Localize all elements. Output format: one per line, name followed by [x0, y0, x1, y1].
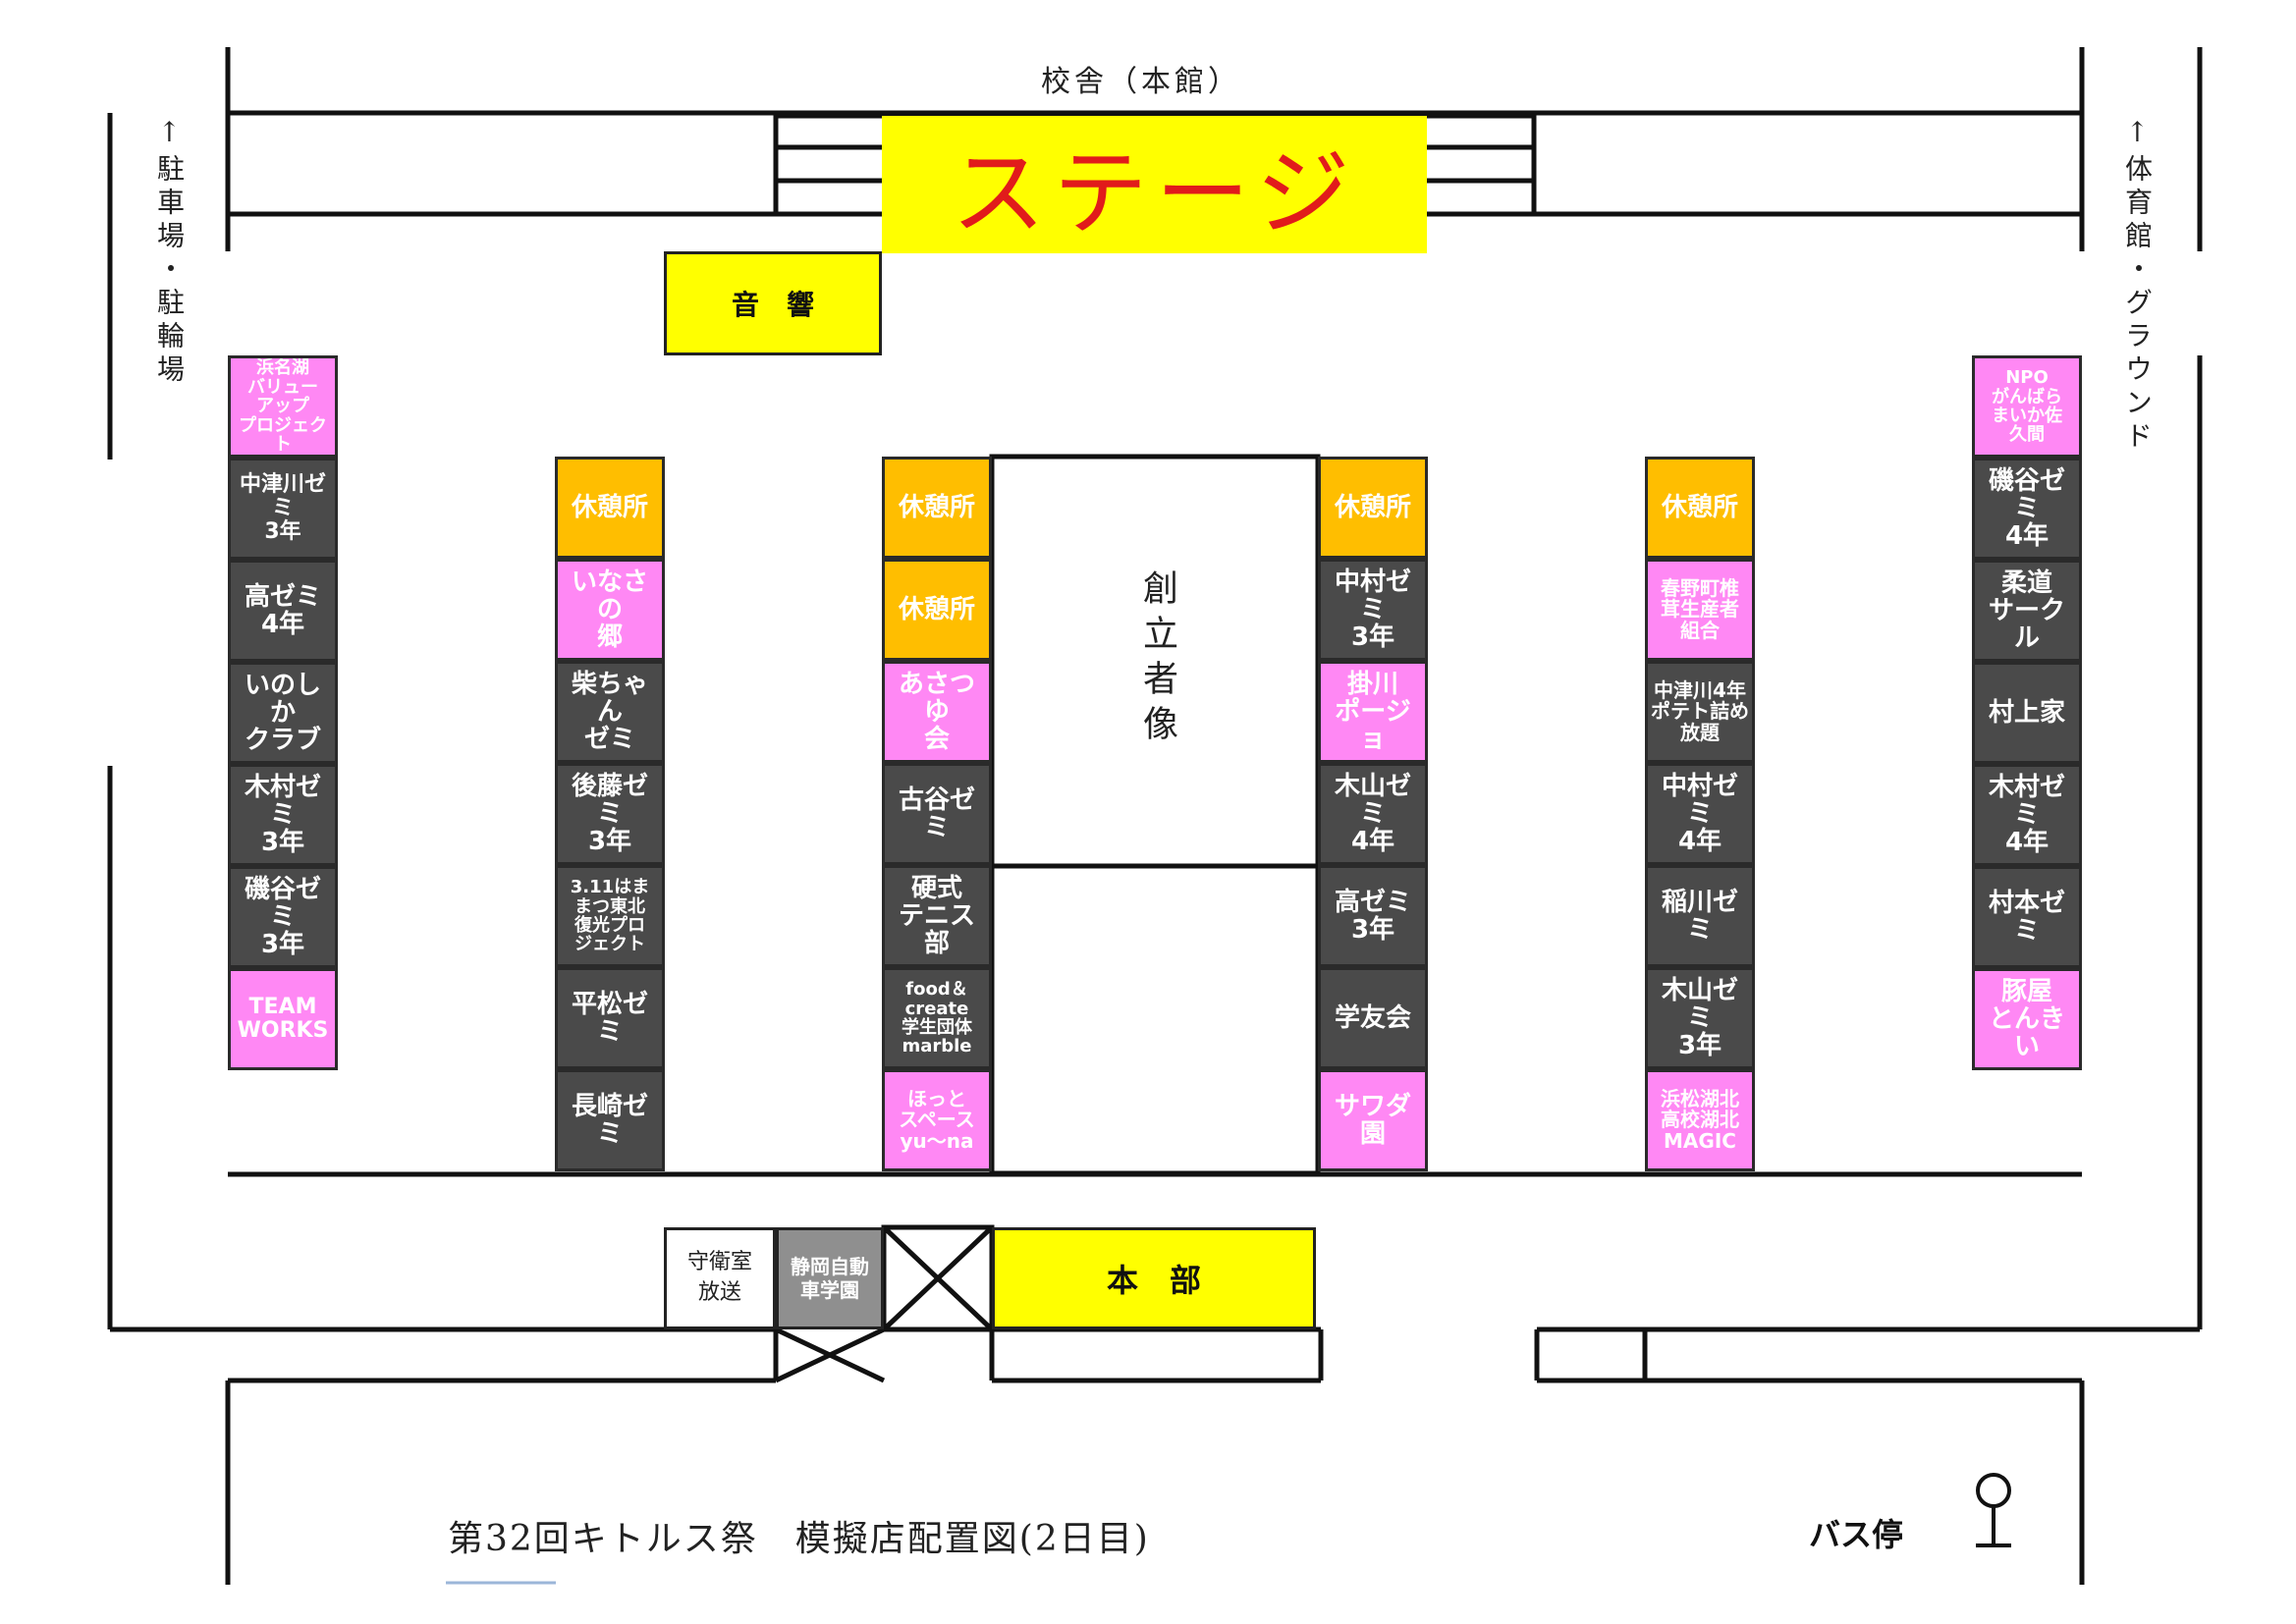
booth-center-right-6: 学友会 — [1318, 967, 1428, 1069]
booth-far-right-2: 磯谷ゼミ 4年 — [1972, 458, 2082, 560]
booth-center-left-5: 硬式 テニス部 — [882, 865, 992, 967]
booth-right-6: 木山ゼミ 3年 — [1645, 967, 1755, 1069]
booth-center-left-1: 休憩所 — [882, 457, 992, 559]
booth-center-right-4: 木山ゼミ 4年 — [1318, 763, 1428, 865]
booth-far-right-6: 村本ゼミ — [1972, 866, 2082, 968]
booth-left-3: 柴ちゃん ゼミ — [555, 661, 665, 763]
school-building-label: 校舎（本館） — [1041, 65, 1241, 99]
booth-far-right-4: 村上家 — [1972, 662, 2082, 764]
booth-right-1: 休憩所 — [1645, 457, 1755, 559]
booth-far-left-6: 磯谷ゼミ 3年 — [228, 866, 338, 968]
booth-center-left-4: 古谷ゼミ — [882, 763, 992, 865]
bus-stop-label: バス停 — [1809, 1516, 1904, 1553]
booth-center-left-7: ほっと スペース yu～na — [882, 1069, 992, 1171]
booth-far-left-3: 高ゼミ 4年 — [228, 560, 338, 662]
stage-label: ステージ — [951, 137, 1358, 248]
booth-right-7: 浜松湖北 高校湖北 MAGIC — [1645, 1069, 1755, 1171]
bus-stop-icon — [1976, 1473, 2011, 1547]
stage: ステージ — [882, 116, 1427, 253]
booth-left-7: 長崎ゼミ — [555, 1069, 665, 1171]
booth-center-right-7: サワダ園 — [1318, 1069, 1428, 1171]
gym-direction-label: ↑体育館・グラウンド — [2121, 116, 2154, 455]
guard-room: 守衛室 放送 — [664, 1227, 776, 1329]
headquarters-label: 本 部 — [1106, 1262, 1201, 1299]
guard-room-label: 守衛室 放送 — [686, 1250, 752, 1305]
map-title: 第32回キトルス祭 模擬店配置図(2日目) — [448, 1519, 1150, 1559]
parking-direction-label: ↑駐車場・駐輪場 — [153, 116, 186, 388]
driving-school-booth: 静岡自動 車学園 — [776, 1227, 884, 1329]
booth-far-right-1: NPO がんばら まいか佐 久間 — [1972, 355, 2082, 458]
booth-center-left-2: 休憩所 — [882, 559, 992, 661]
booth-center-right-1: 休憩所 — [1318, 457, 1428, 559]
booth-center-right-5: 高ゼミ 3年 — [1318, 865, 1428, 967]
booth-center-right-3: 掛川 ポージョ — [1318, 661, 1428, 763]
sound-booth: 音 響 — [664, 251, 882, 355]
booth-right-5: 稲川ゼミ — [1645, 865, 1755, 967]
map-lines — [107, 47, 2203, 1585]
booth-left-6: 平松ゼミ — [555, 967, 665, 1069]
booth-left-4: 後藤ゼミ 3年 — [555, 763, 665, 865]
booth-far-left-2: 中津川ゼミ 3年 — [228, 458, 338, 560]
sound-label: 音 響 — [731, 289, 814, 321]
booth-right-3: 中津川4年 ポテト詰め 放題 — [1645, 661, 1755, 763]
booth-center-left-6: food＆ create 学生団体 marble — [882, 967, 992, 1069]
booth-far-left-1: 浜名湖 バリュー アップ プロジェクト — [228, 355, 338, 458]
booth-far-right-5: 木村ゼミ 4年 — [1972, 764, 2082, 866]
statue-label: 創立者像 — [1137, 569, 1177, 750]
booth-center-right-2: 中村ゼミ 3年 — [1318, 559, 1428, 661]
booth-right-2: 春野町椎 茸生産者 組合 — [1645, 559, 1755, 661]
booth-far-left-5: 木村ゼミ 3年 — [228, 764, 338, 866]
booth-right-4: 中村ゼミ 4年 — [1645, 763, 1755, 865]
booth-far-right-7: 豚屋 とんきい — [1972, 968, 2082, 1070]
booth-center-left-3: あさつゆ 会 — [882, 661, 992, 763]
booth-far-left-4: いのしか クラブ — [228, 662, 338, 764]
headquarters: 本 部 — [992, 1227, 1316, 1329]
booth-left-1: 休憩所 — [555, 457, 665, 559]
driving-school-label: 静岡自動 車学園 — [791, 1255, 869, 1302]
booth-left-5: 3.11はま まつ東北 復光プロ ジェクト — [555, 865, 665, 967]
booth-left-2: いなさの 郷 — [555, 559, 665, 661]
booth-far-right-3: 柔道 サークル — [1972, 560, 2082, 662]
booth-far-left-7: TEAM WORKS — [228, 968, 338, 1070]
